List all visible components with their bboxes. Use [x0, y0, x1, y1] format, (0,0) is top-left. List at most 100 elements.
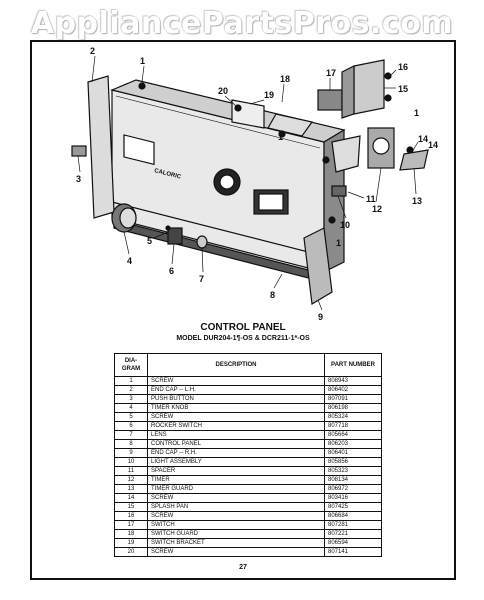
callout-5: 5 — [147, 236, 152, 246]
row-diagram-number: 8 — [114, 439, 148, 449]
row-diagram-number: 18 — [114, 529, 148, 539]
callout-1-c: 1 — [278, 132, 283, 142]
row-part-number: 806972 — [324, 484, 382, 494]
row-diagram-number: 16 — [114, 511, 148, 521]
row-part-number: 808943 — [324, 376, 382, 386]
callout-3: 3 — [76, 174, 81, 184]
leader-lines — [77, 55, 419, 311]
row-description: SCREW — [147, 547, 325, 557]
row-description: SPLASH PAN — [147, 502, 325, 512]
row-part-number: 805323 — [324, 466, 382, 476]
callout-4: 4 — [127, 256, 132, 266]
row-description: PUSH BUTTON — [147, 394, 325, 404]
row-part-number: 805856 — [324, 457, 382, 467]
row-diagram-number: 1 — [114, 376, 148, 386]
callout-16: 16 — [398, 62, 408, 72]
row-description: TIMER GUARD — [147, 484, 325, 494]
row-part-number: 806402 — [324, 385, 382, 395]
callout-11: 11 — [366, 194, 376, 204]
row-diagram-number: 20 — [114, 547, 148, 557]
callout-15: 15 — [398, 84, 408, 94]
row-part-number: 806594 — [324, 538, 382, 548]
callout-14: 14 — [418, 134, 428, 144]
header-diagram: DIA- GRAM — [114, 353, 148, 377]
row-part-number: 806401 — [324, 448, 382, 458]
row-description: SCREW — [147, 376, 325, 386]
row-diagram-number: 14 — [114, 493, 148, 503]
row-part-number: 807141 — [324, 547, 382, 557]
exploded-diagram: 2 1 3 4 5 6 7 8 9 10 11 12 13 14 15 16 1… — [71, 46, 438, 322]
row-diagram-number: 7 — [114, 430, 148, 440]
header-part-number: PART NUMBER — [324, 353, 382, 377]
row-part-number: 807718 — [324, 421, 382, 431]
row-diagram-number: 12 — [114, 475, 148, 485]
row-part-number: 806684 — [324, 511, 382, 521]
row-part-number: 807281 — [324, 520, 382, 530]
callout-1-d: 1 — [336, 238, 341, 248]
row-part-number: 808134 — [324, 475, 382, 485]
model-subtitle: MODEL DUR204-1¶-OS & DCR211-1*-OS — [176, 335, 310, 342]
callout-12: 12 — [372, 204, 382, 214]
row-description: SCREW — [147, 511, 325, 521]
callout-1-b: 1 — [414, 108, 419, 118]
table-header-row: DIA- GRAM DESCRIPTION PART NUMBER — [114, 353, 382, 377]
row-diagram-number: 15 — [114, 502, 148, 512]
callout-14-b: 14 — [428, 140, 438, 150]
header-description: DESCRIPTION — [147, 353, 325, 377]
row-description: SWITCH GUARD — [147, 529, 325, 539]
row-description: TIMER KNOB — [147, 403, 325, 413]
page-title: CONTROL PANEL — [200, 322, 286, 333]
row-description: SWITCH — [147, 520, 325, 530]
callout-17: 17 — [326, 68, 336, 78]
row-diagram-number: 19 — [114, 538, 148, 548]
callout-8: 8 — [270, 290, 275, 300]
row-part-number: 807091 — [324, 394, 382, 404]
row-part-number: 806203 — [324, 439, 382, 449]
row-description: END CAP -- L.H. — [147, 385, 325, 395]
row-part-number: 805324 — [324, 412, 382, 422]
callout-19: 19 — [264, 90, 274, 100]
parts-sheet: 2 1 3 4 5 6 7 8 9 10 11 12 13 14 15 16 1… — [30, 40, 456, 580]
row-part-number: 806198 — [324, 403, 382, 413]
callout-6: 6 — [169, 266, 174, 276]
row-diagram-number: 17 — [114, 520, 148, 530]
row-part-number: 807221 — [324, 529, 382, 539]
row-description: SPACER — [147, 466, 325, 476]
callout-2: 2 — [90, 46, 95, 56]
row-diagram-number: 4 — [114, 403, 148, 413]
callout-1: 1 — [140, 56, 145, 66]
row-description: SCREW — [147, 412, 325, 422]
row-description: LENS — [147, 430, 325, 440]
watermark: AppliancePartsPros.com — [30, 6, 454, 41]
row-diagram-number: 3 — [114, 394, 148, 404]
callout-9: 9 — [318, 312, 323, 322]
callout-18: 18 — [280, 74, 290, 84]
callout-10: 10 — [340, 220, 350, 230]
row-diagram-number: 13 — [114, 484, 148, 494]
control-panel-drawing — [71, 59, 429, 305]
row-description: SCREW — [147, 493, 325, 503]
row-description: TIMER — [147, 475, 325, 485]
row-diagram-number: 2 — [114, 385, 148, 395]
row-diagram-number: 11 — [114, 466, 148, 476]
